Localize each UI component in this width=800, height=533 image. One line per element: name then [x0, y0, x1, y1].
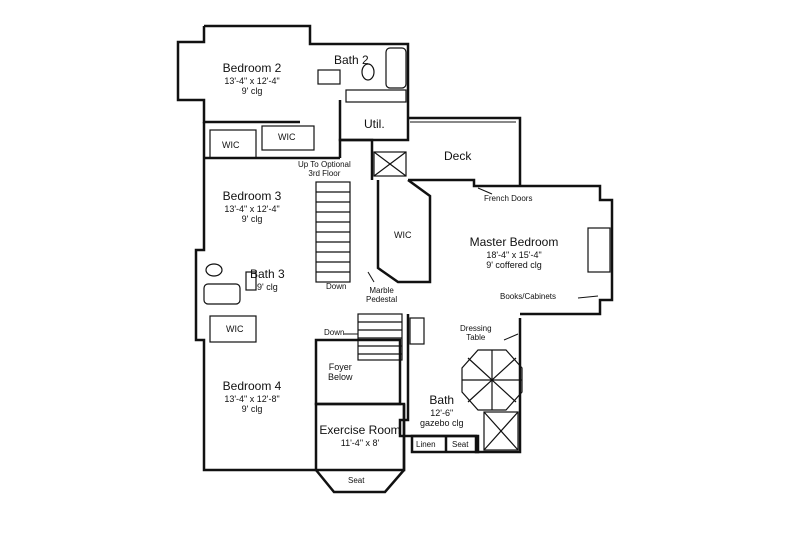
- optional-floor-line2: 3rd Floor: [308, 169, 341, 179]
- marble-note: Marble Pedestal: [366, 286, 397, 304]
- foyer-line2: Below: [328, 372, 353, 383]
- dressing-line2: Table: [466, 333, 486, 343]
- optional-floor-note: Up To Optional 3rd Floor: [298, 160, 351, 178]
- tub-bath3: [203, 283, 241, 305]
- bath-name: Bath: [429, 393, 455, 407]
- french-doors-note: French Doors: [484, 194, 533, 203]
- bedroom2-label: Bedroom 2 13'-4" x 12'-4" 9' clg: [212, 61, 292, 97]
- fireplace: [587, 227, 611, 273]
- gazebo-tub: [461, 349, 523, 411]
- wall-util: [338, 100, 410, 142]
- wic1-label: WIC: [222, 140, 240, 150]
- shower: [483, 411, 519, 451]
- bedroom2-name: Bedroom 2: [222, 61, 282, 75]
- deck-label: Deck: [444, 149, 472, 163]
- books-arrow: [577, 295, 599, 299]
- util-label: Util.: [364, 117, 385, 131]
- bedroom4-ceiling: 9' clg: [241, 404, 263, 415]
- master-label: Master Bedroom 18'-4" x 15'-4" 9' coffer…: [456, 235, 572, 271]
- french-doors-arrow: [477, 187, 493, 195]
- tub-bath2: [385, 47, 407, 89]
- marble-arrow: [367, 271, 375, 283]
- bedroom2-dims: 13'-4" x 12'-4": [224, 75, 280, 86]
- bath-label: Bath 12'-6" gazebo clg: [420, 393, 464, 429]
- bath-ceiling: gazebo clg: [420, 418, 464, 429]
- wall-deck: [408, 116, 522, 186]
- bath3-label: Bath 3 9' clg: [250, 267, 285, 292]
- foyer-line1: Foyer: [328, 362, 352, 372]
- books-note: Books/Cabinets: [500, 292, 557, 301]
- wall-master: [408, 178, 614, 316]
- exercise-name: Exercise Room: [319, 423, 401, 437]
- bedroom4-dims: 13'-4" x 12'-8": [224, 393, 280, 404]
- bedroom4-name: Bedroom 4: [222, 379, 282, 393]
- bedroom3-ceiling: 9' clg: [241, 214, 263, 225]
- exercise-dims: 11'-4" x 8': [340, 437, 380, 448]
- marble-line2: Pedestal: [366, 295, 398, 305]
- master-dims: 18'-4" x 15'-4": [486, 249, 542, 260]
- sink-bath2: [317, 69, 341, 85]
- bedroom2-ceiling: 9' clg: [241, 86, 263, 97]
- bath3-ceiling: 9' clg: [256, 281, 278, 292]
- sink-bath3: [245, 271, 257, 291]
- wic2-label: WIC: [278, 132, 296, 142]
- down-note-2: Down: [324, 328, 345, 337]
- bedroom4-label: Bedroom 4 13'-4" x 12'-8" 9' clg: [212, 379, 292, 415]
- master-name: Master Bedroom: [469, 235, 559, 249]
- dressing-arrow: [503, 333, 519, 341]
- stair-lower: [357, 313, 403, 361]
- optional-floor-line1: Up To Optional: [298, 160, 351, 169]
- exercise-label: Exercise Room 11'-4" x 8': [316, 423, 404, 448]
- linen-label: Linen: [416, 440, 436, 449]
- wic-box-1: [209, 129, 257, 159]
- vanity-bath: [409, 317, 425, 345]
- dressing-note: Dressing Table: [460, 324, 492, 342]
- down-note-1: Down: [326, 282, 347, 291]
- bath2-label: Bath 2: [334, 53, 369, 67]
- bath-dims: 12'-6": [430, 407, 454, 418]
- bedroom3-label: Bedroom 3 13'-4" x 12'-4" 9' clg: [212, 189, 292, 225]
- wic-box-3: [209, 315, 257, 343]
- wic-master-label: WIC: [394, 230, 412, 240]
- util-box: [373, 151, 407, 177]
- vanity-util: [345, 89, 407, 103]
- wic3-label: WIC: [226, 324, 244, 334]
- marble-line1: Marble: [369, 286, 394, 295]
- bath3-name: Bath 3: [250, 267, 285, 281]
- seat2-label: Seat: [348, 476, 365, 485]
- toilet-bath3: [205, 263, 223, 277]
- foyer-label: Foyer Below: [328, 362, 353, 383]
- master-ceiling: 9' coffered clg: [486, 260, 542, 271]
- bedroom3-name: Bedroom 3: [222, 189, 282, 203]
- wall-master-wic: [376, 178, 432, 284]
- seat1-label: Seat: [452, 440, 469, 449]
- wall-west-mid: [194, 158, 316, 472]
- wic-box-2: [261, 125, 315, 151]
- dressing-line1: Dressing: [460, 324, 492, 333]
- bedroom3-dims: 13'-4" x 12'-4": [224, 203, 280, 214]
- toilet-bath2: [361, 63, 375, 81]
- wall-bedroom2: [204, 24, 410, 118]
